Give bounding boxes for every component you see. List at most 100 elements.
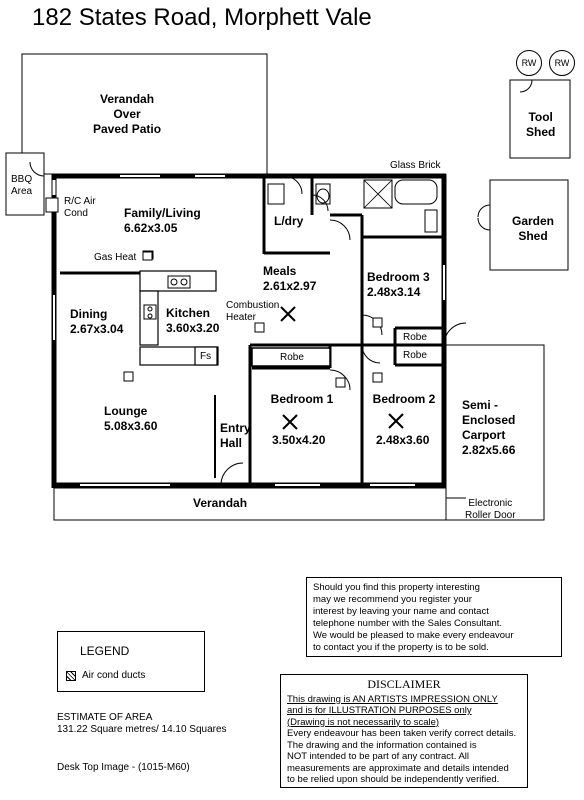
bbq-line: BBQ xyxy=(11,174,33,185)
info-line: may we recommend you register your xyxy=(313,594,472,605)
rainwater-tank-icon: RW xyxy=(516,50,542,76)
legend-item-label: Air cond ducts xyxy=(82,670,146,681)
carport-size: 2.82x5.66 xyxy=(462,443,516,457)
info-line: to contact you if the property is to be … xyxy=(313,642,489,653)
disclaimer-line: This drawing is AN ARTISTS IMPRESSION ON… xyxy=(287,693,498,705)
rc-air-cond-unit xyxy=(45,197,59,213)
disclaimer-line: to be relied upon should be independentl… xyxy=(287,774,500,785)
carport-line: Semi - xyxy=(462,398,499,412)
disclaimer-line: and is for ILLUSTRATION PURPOSES only xyxy=(287,705,472,716)
toilet-cistern xyxy=(315,183,331,205)
bbq-label: BBQ Area xyxy=(11,174,32,198)
glass-brick-label: Glass Brick xyxy=(390,160,441,171)
info-line: Should you find this property interestin… xyxy=(313,582,480,593)
combustion-line: Combustion xyxy=(226,300,280,311)
room-size: 2.48x3.14 xyxy=(367,285,421,299)
room-name: Meals xyxy=(263,264,297,278)
garden-shed-line: Garden xyxy=(512,214,555,228)
page-title: 182 States Road, Morphett Vale xyxy=(32,4,372,31)
rc-air-label: R/C Air Cond xyxy=(64,196,96,220)
entry-hall-line: Entry xyxy=(220,421,251,435)
disclaimer-line: NOT intended to be part of any contract.… xyxy=(287,751,470,762)
bedroom2-size: 2.48x3.60 xyxy=(376,433,430,447)
room-name: Lounge xyxy=(104,404,148,418)
kitchen-label: Kitchen 3.60x3.20 xyxy=(166,306,219,336)
carport-outline xyxy=(446,344,545,521)
garden-shed-label: Garden Shed xyxy=(512,214,554,244)
verandah-patio-line: Paved Patio xyxy=(93,122,162,136)
laundry-tub xyxy=(267,183,285,205)
disclaimer-title: DISCLAIMER xyxy=(367,677,441,691)
bedroom1-name: Bedroom 1 xyxy=(270,392,334,406)
legend-title: LEGEND xyxy=(80,644,130,658)
garden-shed-line: Shed xyxy=(518,229,548,243)
bbq-area-outline xyxy=(5,152,45,216)
desk-top-image-label: Desk Top Image - (1015-M60) xyxy=(57,762,190,773)
roller-door-label: Electronic Roller Door xyxy=(465,498,516,522)
room-name: Bedroom 3 xyxy=(367,270,430,284)
disclaimer-line: measurements are approximate and details… xyxy=(287,762,509,774)
room-size: 2.61x2.97 xyxy=(263,279,317,293)
roller-door-line: Roller Door xyxy=(465,510,516,521)
tool-shed-outline xyxy=(509,79,571,159)
fridge-space-label: Fs xyxy=(200,351,212,362)
family-living-label: Family/Living 6.62x3.05 xyxy=(124,206,201,236)
info-line: interest by leaving your name and contac… xyxy=(313,606,489,617)
laundry-label: L/dry xyxy=(274,214,304,228)
bbq-line: Area xyxy=(11,186,33,197)
area-value: 131.22 Square metres/ 14.10 Squares xyxy=(57,724,227,735)
robe-bedroom2-label: Robe xyxy=(403,350,427,361)
bath xyxy=(394,179,438,205)
entry-hall-label: Entry Hall xyxy=(220,421,251,451)
carport-line: Carport xyxy=(462,428,506,442)
windows xyxy=(52,174,446,487)
verandah-patio-label: Verandah Over Paved Patio xyxy=(93,92,161,137)
carport-label: Semi - Enclosed Carport 2.82x5.66 xyxy=(462,398,515,458)
robe-bedroom1-outline xyxy=(251,347,331,367)
legend-item: Air cond ducts xyxy=(66,670,145,681)
room-name: Kitchen xyxy=(166,306,211,320)
window-lines xyxy=(52,174,446,487)
carport-line: Enclosed xyxy=(462,413,516,427)
tool-shed-line: Tool xyxy=(528,110,553,124)
rc-air-line: R/C Air xyxy=(64,196,96,207)
vanity xyxy=(424,209,438,233)
area-title: ESTIMATE OF AREA xyxy=(57,712,153,723)
room-size: 3.60x3.20 xyxy=(166,321,220,335)
combustion-line: Heater xyxy=(226,312,257,323)
combustion-heater-label: Combustion Heater xyxy=(226,300,279,324)
robe-bedroom3-label: Robe xyxy=(403,332,427,343)
front-verandah-outline xyxy=(53,487,447,521)
bedroom1-size: 3.50x4.20 xyxy=(272,433,326,447)
stove-burners xyxy=(143,275,191,320)
rc-air-line: Cond xyxy=(64,208,88,219)
tool-shed-line: Shed xyxy=(526,125,556,139)
gas-heat-label: Gas Heat xyxy=(94,252,137,263)
air-duct-icon xyxy=(66,670,76,681)
legend: LEGEND Air cond ducts xyxy=(57,631,205,692)
room-size: 5.08x3.60 xyxy=(104,419,158,433)
meals-label: Meals 2.61x2.97 xyxy=(263,264,316,294)
front-verandah-label: Verandah xyxy=(193,496,248,510)
shower xyxy=(363,179,393,209)
area-estimate: ESTIMATE OF AREA 131.22 Square metres/ 1… xyxy=(57,712,227,736)
roller-door-line: Electronic xyxy=(468,498,513,509)
disclaimer-line: The drawing and the information containe… xyxy=(287,739,477,751)
dining-label: Dining 2.67x3.04 xyxy=(70,307,123,337)
room-size: 6.62x3.05 xyxy=(124,221,178,235)
room-name: Dining xyxy=(70,307,108,321)
room-name: Family/Living xyxy=(124,206,201,220)
robe-bedroom1-label: Robe xyxy=(280,352,304,363)
info-line: telephone number with the Sales Consulta… xyxy=(313,618,503,629)
room-size: 2.67x3.04 xyxy=(70,322,124,336)
air-cond-ducts xyxy=(123,251,383,388)
info-box: Should you find this property interestin… xyxy=(306,577,562,657)
disclaimer-line: (Drawing is not necessarily to scale) xyxy=(287,716,440,728)
info-line: We would be pleased to make every endeav… xyxy=(313,630,514,641)
ceiling-fans xyxy=(280,306,404,430)
lounge-label: Lounge 5.08x3.60 xyxy=(104,404,157,434)
bedroom3-label: Bedroom 3 2.48x3.14 xyxy=(367,270,430,300)
disclaimer-box: DISCLAIMER This drawing is AN ARTISTS IM… xyxy=(280,674,528,788)
tool-shed-label: Tool Shed xyxy=(526,110,555,140)
